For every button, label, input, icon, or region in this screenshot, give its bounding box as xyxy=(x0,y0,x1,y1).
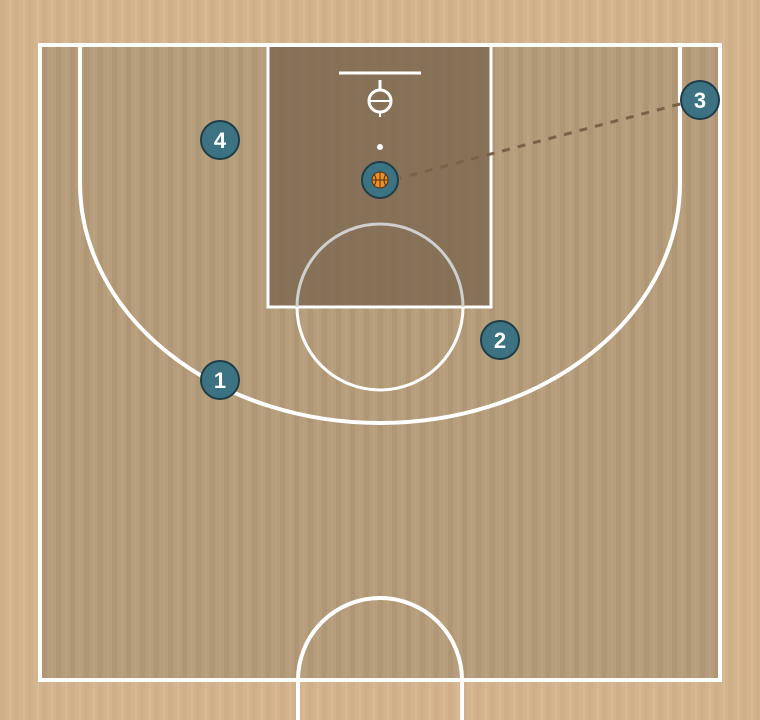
player-marker xyxy=(200,120,240,160)
three-point-line xyxy=(78,45,682,425)
players-layer: 1 2 3 4 xyxy=(200,80,720,400)
spot-marker xyxy=(377,144,383,150)
player-marker xyxy=(480,320,520,360)
player-number: 4 xyxy=(214,128,227,153)
free-throw-circle-bottom xyxy=(295,306,465,392)
center-circle xyxy=(296,596,464,681)
player-marker xyxy=(680,80,720,120)
basketball-icon xyxy=(371,171,389,189)
basket-hoop-icon xyxy=(367,80,393,117)
player-3[interactable]: 3 xyxy=(680,80,720,120)
player-marker xyxy=(200,360,240,400)
player-number: 2 xyxy=(494,328,506,353)
player-4[interactable]: 4 xyxy=(200,120,240,160)
player-number: 3 xyxy=(694,88,706,113)
player-1[interactable]: 1 xyxy=(200,360,240,400)
center-circle-lower xyxy=(296,680,464,720)
ball-carrier[interactable] xyxy=(361,161,399,199)
lane-lines xyxy=(266,43,493,309)
player-number: 1 xyxy=(214,368,226,393)
player-2[interactable]: 2 xyxy=(480,320,520,360)
free-throw-circle-top xyxy=(295,222,465,308)
pass-line xyxy=(399,102,681,180)
